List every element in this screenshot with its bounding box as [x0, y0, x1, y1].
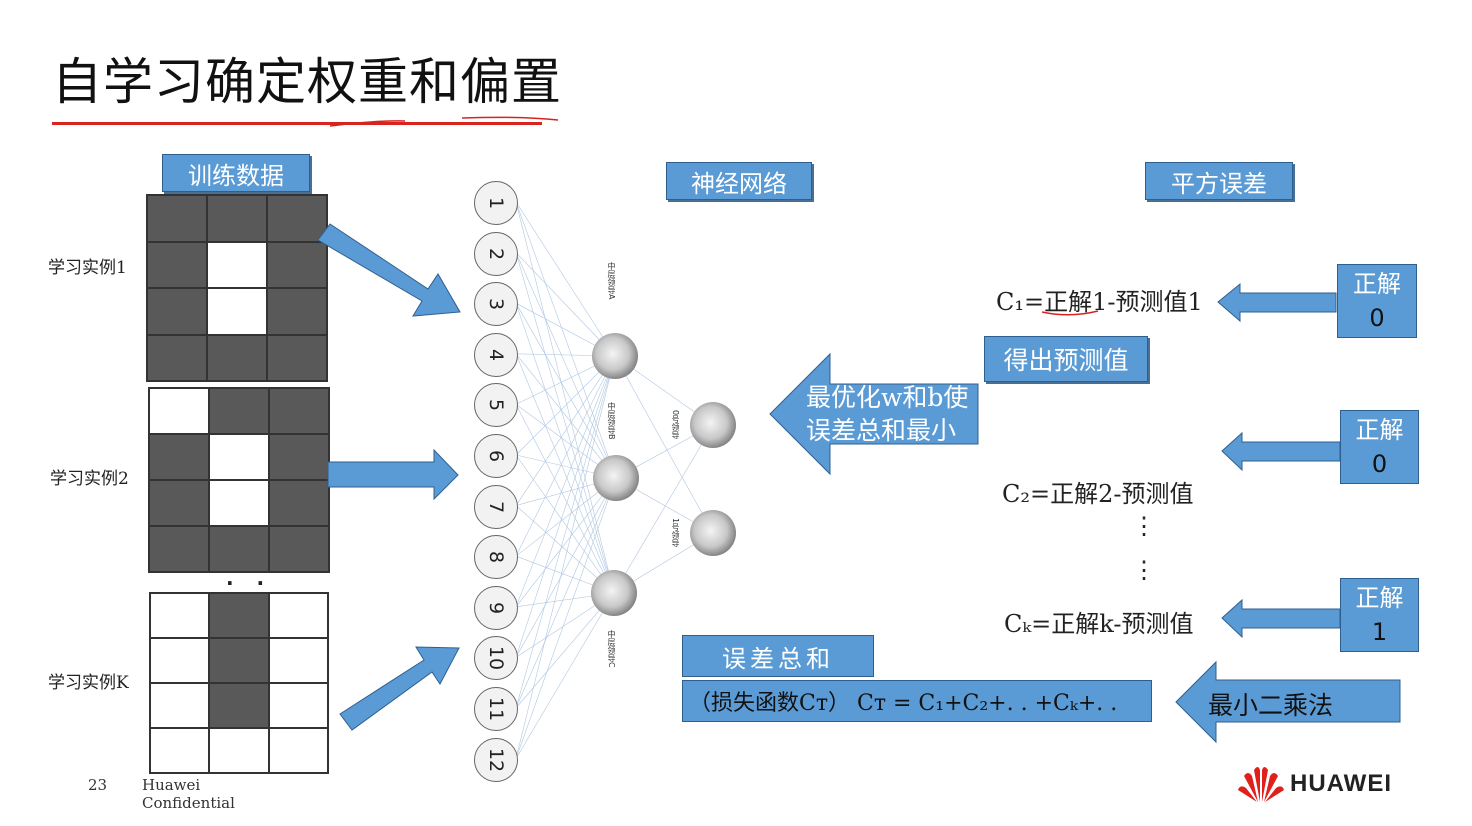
example-2-grid	[148, 387, 330, 573]
confidential-note: Huawei Confidential	[142, 776, 235, 812]
arrow-example-1	[317, 223, 461, 317]
ellipsis-dots: . .	[226, 566, 273, 590]
formula-c1: C₁=正解1-预测值1	[996, 288, 1203, 316]
input-node-number: 6	[485, 449, 507, 463]
input-node-number: 10	[485, 646, 507, 671]
example-2-label: 学习实例2	[50, 469, 129, 489]
optimize-line-2: 误差总和最小	[806, 416, 957, 445]
formula-c2: C₂=正解2-预测值	[1002, 480, 1194, 508]
huawei-flower-icon	[1238, 767, 1284, 802]
input-node: 7	[474, 484, 518, 529]
input-node: 4	[474, 332, 518, 377]
input-node: 1	[474, 181, 518, 225]
hidden-node-a	[592, 333, 638, 379]
input-node-number: 7	[485, 500, 507, 513]
optimize-arrow	[769, 352, 979, 476]
arrow-answer-1	[1217, 282, 1337, 323]
input-node: 2	[474, 231, 518, 276]
least-squares-arrow	[1175, 660, 1401, 744]
input-node-number: 11	[485, 696, 507, 722]
input-node-number: 1	[485, 196, 507, 210]
confidential-line-2: Confidential	[142, 794, 235, 812]
answer-1-label: 正解	[1353, 270, 1401, 298]
input-node: 10	[474, 636, 518, 681]
arrow-example-2	[327, 448, 459, 501]
connection-lines	[515, 201, 714, 759]
input-node-number: 12	[485, 747, 507, 772]
input-node: 6	[474, 434, 518, 478]
neural-network-label: 神经网络	[666, 162, 812, 200]
loss-function-formula: （损失函数Cᴛ） Cᴛ = C₁+C₂+. . +Cₖ+. .	[682, 680, 1152, 722]
output-node-1	[690, 510, 736, 556]
squared-error-label: 平方误差	[1145, 162, 1293, 200]
arrow-answer-2	[1221, 431, 1341, 472]
answer-box-2: 正解 0	[1340, 410, 1419, 484]
answer-k-label: 正解	[1355, 584, 1404, 612]
example-1-grid	[146, 194, 328, 382]
input-node-number: 3	[485, 298, 507, 311]
arrow-answer-k	[1221, 598, 1341, 639]
error-sum-label: 误差总和	[682, 635, 874, 677]
huawei-logo: HUAWEI	[1238, 764, 1392, 804]
title-underline	[52, 122, 542, 125]
optimize-text: 最优化w和b使 误差总和最小	[806, 381, 968, 447]
hidden-label-c: 中层领导C	[607, 630, 616, 668]
answer-box-k: 正解 1	[1340, 578, 1419, 652]
input-node: 5	[474, 383, 518, 428]
example-k-label: 学习实例K	[48, 673, 129, 693]
arrow-example-k	[339, 646, 460, 731]
get-prediction-label: 得出预测值	[984, 336, 1148, 382]
input-node-number: 8	[485, 551, 507, 564]
vertical-dots-2: ⋮	[1132, 556, 1156, 584]
example-k-grid	[149, 592, 329, 774]
output-label-0: 0号领导	[671, 410, 680, 440]
answer-2-value: 0	[1371, 450, 1388, 478]
example-1-label: 学习实例1	[48, 258, 127, 278]
input-node: 11	[474, 687, 518, 731]
output-label-1: 1号领导	[671, 518, 680, 548]
training-data-label: 训练数据	[162, 154, 310, 192]
input-node-number: 5	[485, 399, 507, 412]
hidden-node-b	[593, 455, 639, 501]
answer-k-value: 1	[1371, 618, 1388, 646]
output-node-0	[690, 402, 736, 448]
hidden-label-a: 中层领导A	[607, 262, 616, 300]
input-node-number: 9	[485, 601, 507, 614]
answer-2-label: 正解	[1355, 416, 1404, 444]
input-node: 12	[474, 737, 518, 782]
hidden-node-c	[591, 570, 637, 616]
input-node: 9	[474, 585, 518, 630]
input-node: 8	[474, 535, 518, 580]
huawei-wordmark: HUAWEI	[1290, 770, 1392, 797]
vertical-dots-1: ⋮	[1132, 512, 1156, 540]
input-node: 3	[474, 282, 518, 327]
page-number: 23	[88, 776, 108, 794]
answer-box-1: 正解 0	[1337, 264, 1417, 338]
slide-title: 自学习确定权重和偏置	[52, 53, 562, 111]
hidden-label-b: 中层领导B	[607, 402, 616, 440]
least-squares-label: 最小二乘法	[1208, 691, 1334, 720]
input-node-number: 4	[485, 348, 507, 361]
confidential-line-1: Huawei	[142, 776, 201, 794]
formula-ck: Cₖ=正解k-预测值	[1004, 610, 1194, 638]
input-node-number: 2	[485, 247, 507, 260]
answer-1-value: 0	[1369, 304, 1385, 332]
optimize-line-1: 最优化w和b使	[806, 383, 969, 412]
